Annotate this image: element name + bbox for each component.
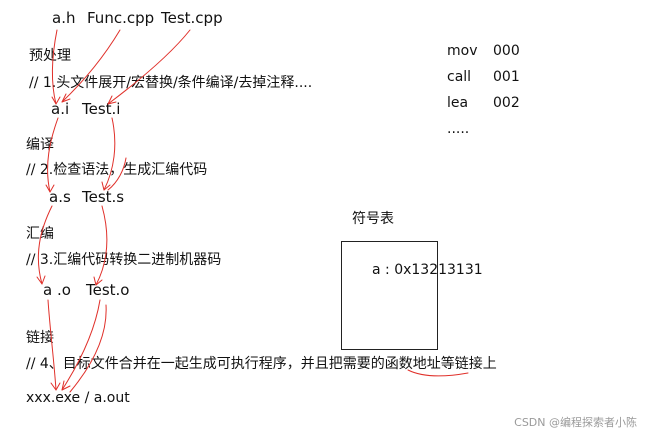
- stage-title-assemble: 汇编: [26, 226, 54, 242]
- preprocess-output-test: Test.i: [82, 100, 121, 118]
- opcode-op-lea: lea: [447, 95, 469, 111]
- link-comment-suffix: 等链接上: [440, 356, 497, 372]
- assemble-output-test: Test.o: [86, 281, 130, 299]
- stage-comment-compile: // 2.检查语法，生成汇编代码: [26, 162, 208, 178]
- arrow-func-to-ai: [61, 29, 121, 103]
- opcode-code-call: 001: [493, 69, 520, 85]
- symbol-table-box: [341, 241, 438, 350]
- header-file-label: a.h: [52, 9, 76, 27]
- arrow-testcpp-to-testi: [107, 29, 191, 105]
- opcode-op-call: call: [447, 69, 472, 85]
- symbol-table-title: 符号表: [352, 211, 394, 227]
- preprocess-output-a: a.i: [51, 100, 70, 118]
- watermark: CSDN @编程探索者小陈: [514, 416, 637, 429]
- arrow-ah-to-ai: [51, 29, 58, 105]
- compile-output-test: Test.s: [82, 188, 125, 206]
- assemble-output-a: a .o: [43, 281, 71, 299]
- arrow-tests-to-testo: [95, 205, 108, 286]
- symbol-table-entry: a : 0x13213131: [372, 262, 483, 278]
- arrow-testi-to-tests: [103, 117, 116, 191]
- stage-comment-preprocess: // 1.头文件展开/宏替换/条件编译/去掉注释....: [29, 75, 313, 91]
- underline-function-address: [407, 369, 469, 377]
- opcode-op-mov: mov: [447, 43, 478, 59]
- stage-title-compile: 编译: [26, 137, 54, 153]
- test-cpp-label: Test.cpp: [161, 9, 223, 27]
- stage-title-preprocess: 预处理: [29, 48, 71, 64]
- compile-output-a: a.s: [49, 188, 71, 206]
- arrow-ai-to-as: [47, 117, 59, 193]
- link-comment-underlined: 函数地址: [384, 356, 441, 372]
- final-output-label: xxx.exe / a.out: [26, 390, 130, 406]
- arrow-testo-to-final: [61, 299, 101, 391]
- stage-title-link: 链接: [26, 330, 54, 346]
- stage-comment-assemble: // 3.汇编代码转换二进制机器码: [26, 252, 222, 268]
- link-comment-prefix: // 4、目标文件合并在一起生成可执行程序，并且把需要的: [26, 356, 385, 372]
- opcode-code-mov: 000: [493, 43, 520, 59]
- arrow-as-to-ao: [37, 205, 53, 285]
- opcode-more: .....: [447, 121, 470, 137]
- arrow-ao-to-final: [47, 299, 57, 391]
- stage-comment-link: // 4、目标文件合并在一起生成可执行程序，并且把需要的函数地址等链接上: [26, 355, 497, 373]
- opcode-code-lea: 002: [493, 95, 520, 111]
- func-cpp-label: Func.cpp: [87, 9, 155, 27]
